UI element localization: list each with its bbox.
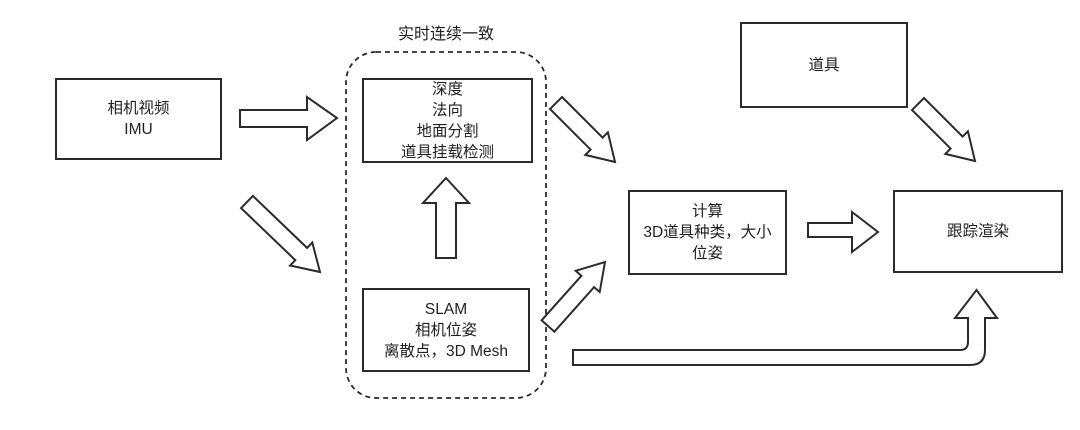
realtime-group-label: 实时连续一致 [397,26,494,43]
node-prop: 道具 [740,22,908,108]
node-slam-camera-pose: SLAM 相机位姿 离散点，3D Mesh [362,288,530,372]
arrow-compute-to-render [807,209,880,255]
arrow-camera-to-slam [239,194,322,274]
arrow-slam-to-perception [420,176,472,259]
arrow-perception-to-compute [548,95,617,164]
node-camera-video-imu: 相机视频 IMU [55,78,222,160]
node-tracking-rendering: 跟踪渲染 [893,190,1063,273]
node-compute-prop-type-size-pose: 计算 3D道具种类，大小 位姿 [628,190,787,275]
realtime-group-outline [345,51,547,399]
arrow-slam-to-compute [540,260,607,334]
node-depth-normal-segmentation: 深度 法向 地面分割 道具挂载检测 [362,78,533,163]
arrow-slam-to-render-elbow [572,288,999,366]
arrow-camera-to-perception [239,95,339,142]
arrow-prop-to-render [910,96,977,163]
